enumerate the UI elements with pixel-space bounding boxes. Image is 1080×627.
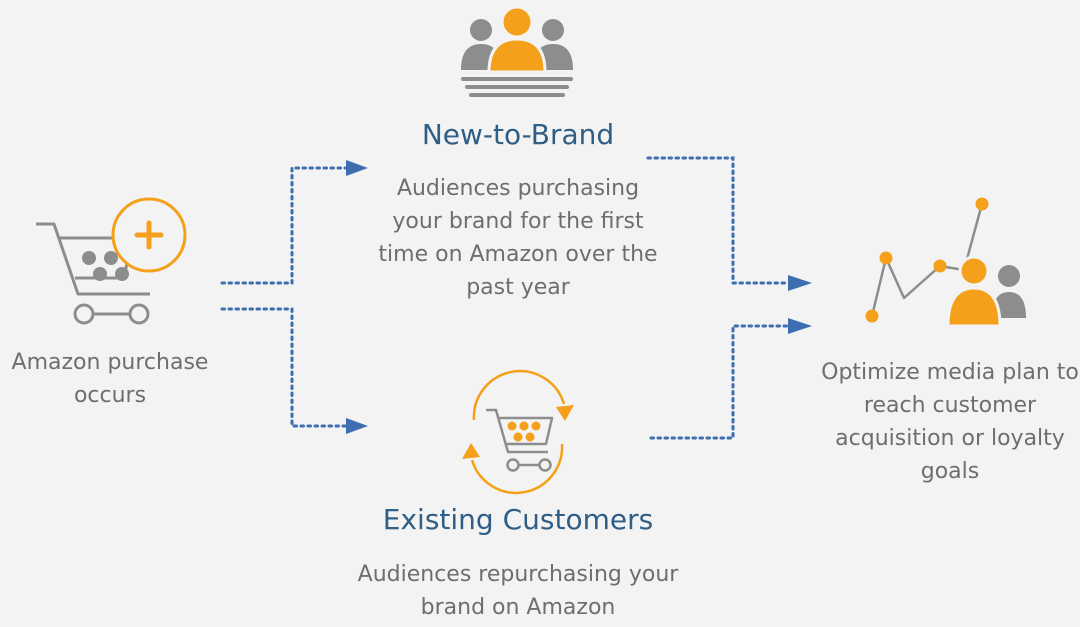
existing-customers-description: Audiences repurchasing your brand on Ama…: [357, 562, 679, 620]
optimize-description: Optimize media plan to reach customer ac…: [821, 360, 1079, 484]
connector-existing-customers-to-optimize: [649, 324, 790, 440]
connector-new-to-brand-to-optimize: [646, 156, 790, 285]
arrowhead-optimize-bottom: [788, 318, 812, 334]
arrowhead-new-to-brand: [346, 160, 368, 176]
chart-audience-icon: [865, 197, 1026, 328]
cart-repeat-icon: [462, 369, 574, 495]
arrowhead-existing-customers: [346, 418, 368, 434]
audience-group-icon: [461, 6, 573, 97]
existing-customers-title: Existing Customers: [382, 503, 654, 536]
connector-to-new-to-brand: [220, 166, 348, 285]
connector-to-existing-customers: [220, 307, 348, 428]
shopping-cart-plus-icon: [36, 197, 187, 325]
arrowhead-optimize-top: [788, 275, 812, 291]
purchase-label: Amazon purchase occurs: [11, 350, 209, 408]
new-to-brand-title: New-to-Brand: [421, 118, 615, 151]
new-to-brand-description: Audiences purchasing your brand for the …: [378, 176, 658, 300]
